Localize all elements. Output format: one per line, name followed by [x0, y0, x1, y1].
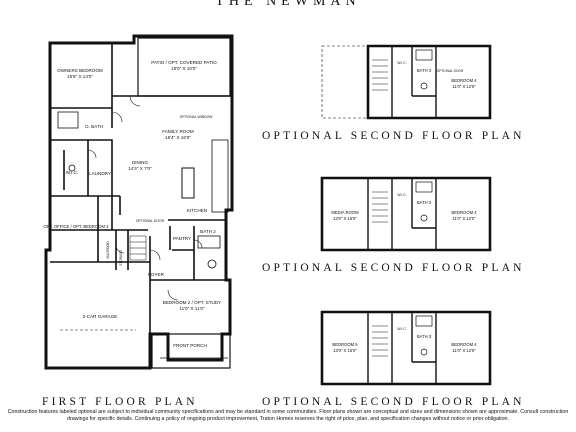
second-floor-plan-c	[320, 310, 492, 386]
front-porch-outline	[151, 333, 231, 369]
second-b-label-wic: W.I.C.	[397, 193, 406, 197]
second-a-outer-wall	[366, 44, 492, 120]
second-a-toilet	[420, 82, 428, 90]
second-c-labels: BEDROOM 5 13'0" X 15'0" BATH 3 BEDROOM 4…	[332, 327, 477, 353]
second-a-labels: BATH 3 BEDROOM 4 11'0" X 12'0" W.I.C. OP…	[397, 61, 477, 89]
second-a-label-wic: W.I.C.	[397, 61, 406, 65]
size-family-room: 15'4" X 16'0"	[165, 135, 191, 140]
second-c-interior-walls	[367, 312, 437, 384]
second-b-label-media: MEDIA ROOM	[331, 210, 359, 215]
label-patio: PATIO / OPT. COVERED PATIO	[151, 60, 217, 65]
second-a-interior-walls	[391, 46, 437, 118]
second-floor-a-caption: OPTIONAL SECOND FLOOR PLAN	[262, 130, 525, 142]
label-bath2: BATH 2	[200, 229, 216, 234]
second-floor-c-caption: OPTIONAL SECOND FLOOR PLAN	[262, 396, 525, 408]
first-floor-interior-walls	[50, 43, 232, 334]
second-b-stair	[372, 191, 388, 223]
second-b-size-bedroom: 11'0" X 12'0"	[452, 216, 476, 221]
second-b-size-media: 13'0" X 15'0"	[333, 216, 357, 221]
size-dining: 14'4" X 7'0"	[128, 166, 152, 171]
second-c-size-bedroom4: 11'0" X 12'0"	[452, 348, 476, 353]
first-floor-outer-wall	[44, 34, 234, 370]
second-c-tub	[415, 315, 433, 327]
bath2-toilet	[207, 259, 217, 269]
label-kitchen: KITCHEN	[187, 208, 207, 213]
label-bedroom2: BEDROOM 2 / OPT. STUDY	[163, 300, 221, 305]
plan-title: THE NEWMAN	[215, 0, 361, 9]
label-optional-window: OPTIONAL WINDOW	[180, 115, 214, 119]
second-a-label-optional-door: OPTIONAL DOOR	[437, 69, 464, 73]
kitchen-island	[181, 167, 195, 199]
second-c-label-wic: W.I.C.	[397, 327, 406, 331]
second-a-stair	[372, 59, 388, 91]
second-c-toilet	[420, 348, 428, 356]
label-family-room: FAMILY ROOM	[162, 129, 194, 134]
label-mudroom: MUDROOM	[106, 241, 110, 259]
label-front-porch: FRONT PORCH	[173, 343, 207, 348]
disclaimer-text: Construction features labeled optional a…	[7, 409, 569, 422]
laundry-fixture	[68, 164, 76, 172]
first-floor-stair	[129, 235, 147, 261]
label-dining: DINING	[132, 160, 149, 165]
second-floor-b-caption: OPTIONAL SECOND FLOOR PLAN	[262, 262, 525, 274]
second-floor-plan-b	[320, 176, 492, 252]
label-foyer: FOYER	[148, 272, 165, 277]
second-b-outer-wall	[320, 176, 492, 252]
second-b-label-bath: BATH 3	[417, 200, 432, 205]
first-floor-plan	[44, 34, 234, 370]
label-owners-bedroom: OWNERS BEDROOM	[57, 68, 103, 73]
label-garage: 2-CAR GARAGE	[83, 314, 118, 319]
second-c-outer-wall	[320, 310, 492, 386]
bath2-tub	[197, 235, 221, 249]
second-b-labels: MEDIA ROOM 13'0" X 15'0" BATH 3 BEDROOM …	[331, 193, 477, 221]
second-b-toilet	[420, 214, 428, 222]
door-swings	[87, 95, 203, 301]
second-c-label-bedroom5: BEDROOM 5	[332, 342, 358, 347]
second-a-label-bedroom: BEDROOM 4	[451, 78, 477, 83]
first-floor-caption: FIRST FLOOR PLAN	[42, 396, 198, 408]
second-b-tub	[415, 181, 433, 193]
label-optional-door: OPTIONAL DOOR	[136, 219, 165, 223]
second-b-label-bedroom: BEDROOM 4	[451, 210, 477, 215]
owners-tub	[57, 111, 79, 129]
size-patio: 18'0" X 10'0"	[171, 66, 197, 71]
label-owners-bath: O. BATH	[85, 124, 103, 129]
second-c-stair	[372, 325, 388, 357]
size-owners-bedroom: 15'6" X 13'0"	[67, 74, 93, 79]
second-a-tub	[415, 49, 433, 61]
label-storage: STORAGE	[119, 250, 123, 266]
label-wic: W.I.C.	[66, 170, 79, 175]
first-floor-labels: OWNERS BEDROOM 15'6" X 13'0" PATIO / OPT…	[44, 60, 222, 348]
label-pantry: PANTRY	[173, 236, 191, 241]
label-laundry: LAUNDRY	[89, 171, 111, 176]
size-bedroom2: 11'0" X 11'0"	[179, 306, 205, 311]
second-c-size-bedroom5: 13'0" X 15'0"	[333, 348, 357, 353]
kitchen-counter	[211, 139, 229, 213]
second-c-label-bath: BATH 3	[417, 334, 432, 339]
second-b-interior-walls	[367, 178, 437, 250]
second-a-label-bath: BATH 3	[417, 68, 432, 73]
second-c-label-bedroom4: BEDROOM 4	[451, 342, 477, 347]
label-office: OPT. OFFICE / OPT. BEDROOM 3	[44, 224, 110, 229]
second-floor-plan-a	[321, 44, 492, 120]
second-a-size-bedroom: 11'0" X 12'0"	[452, 84, 476, 89]
second-a-open-to-below	[321, 45, 369, 119]
